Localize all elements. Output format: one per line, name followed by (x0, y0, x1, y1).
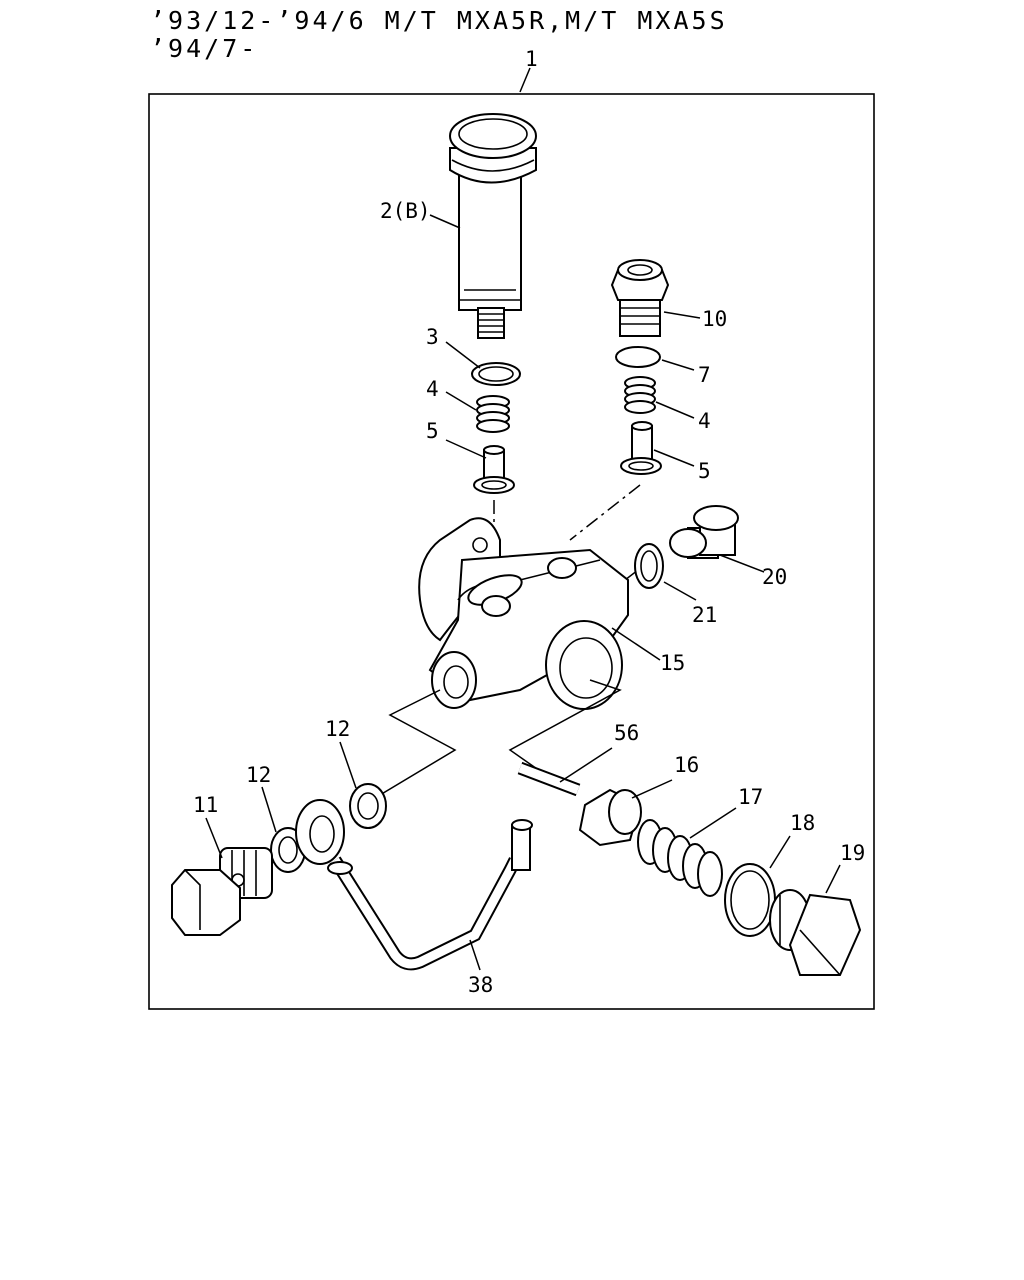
filter-cup-part (449, 113, 537, 339)
spring-17-part (637, 819, 723, 897)
callout-12-right: 12 (325, 717, 350, 741)
callout-56: 56 (614, 721, 639, 745)
callout-21: 21 (692, 603, 717, 627)
callout-18: 18 (790, 811, 815, 835)
diagram-frame (148, 93, 875, 1010)
spring-4-left-part (476, 395, 510, 433)
callout-19: 19 (840, 841, 865, 865)
callout-16: 16 (674, 753, 699, 777)
callout-2b: 2(B) (380, 199, 431, 223)
callout-4-left: 4 (426, 377, 439, 401)
callout-11: 11 (193, 793, 218, 817)
piston-16-part (578, 788, 642, 847)
title-line-2: ’94/7- (150, 34, 259, 63)
callout-15: 15 (660, 651, 685, 675)
gasket-21-part (634, 543, 664, 589)
pipe-38-part (295, 799, 533, 971)
pump-body-15-part (418, 517, 629, 710)
callout-20: 20 (762, 565, 787, 589)
callout-7: 7 (698, 363, 711, 387)
title-line-1: ’93/12-’94/6 M/T MXA5R,M/T MXA5S (150, 6, 728, 35)
eye-bolt-11-part (171, 847, 273, 936)
callout-4-right: 4 (698, 409, 711, 433)
plug-20-part (669, 505, 739, 559)
callout-3: 3 (426, 325, 439, 349)
o-ring-7-part (615, 346, 661, 368)
plug-19-part (769, 889, 862, 976)
gasket-18-part (724, 863, 776, 937)
callout-10: 10 (702, 307, 727, 331)
callout-5-left: 5 (426, 419, 439, 443)
callout-17: 17 (738, 785, 763, 809)
pin-56-part (517, 761, 581, 797)
callout-5-right: 5 (698, 459, 711, 483)
valve-5-right-part (620, 421, 662, 475)
washer-12-right-part (349, 783, 387, 829)
callout-38: 38 (468, 973, 493, 997)
spring-4-right-part (624, 376, 656, 414)
callout-1: 1 (525, 47, 538, 71)
fitting-10-part (610, 259, 670, 337)
valve-5-left-part (473, 445, 515, 494)
callout-12-left: 12 (246, 763, 271, 787)
